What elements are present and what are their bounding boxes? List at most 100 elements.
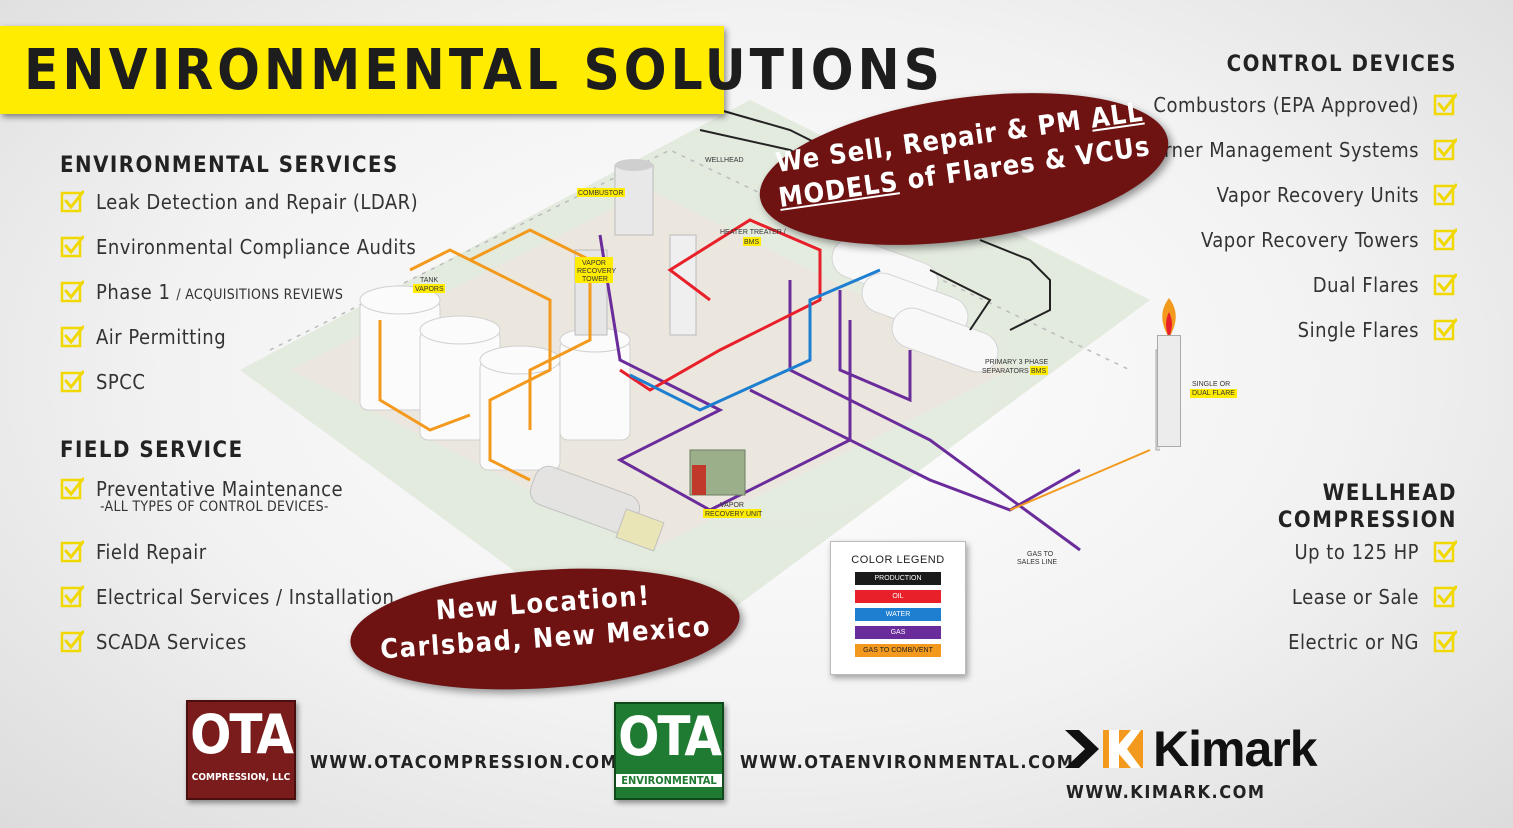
label-vru-1: VAPOR [720,502,744,509]
list-item-sub: / ACQUISITIONS REVIEWS [176,287,344,303]
list-item-label: SCADA Services [96,630,247,654]
label-sales-1: GAS TO [1027,551,1054,558]
wellhead-heading-line1: WELLHEAD [1322,481,1457,506]
list-item-label: Dual Flares [1312,273,1419,297]
blue-pipe [629,268,881,412]
checkbox-icon [60,584,84,608]
list-item: Environmental Compliance Audits [60,235,416,259]
orange-pipe-1 [409,248,552,482]
list-item: SPCC [60,370,145,394]
legend-item: PRODUCTION [855,572,941,585]
legend-item: GAS [855,626,941,639]
flare-stack-body [1157,335,1181,447]
list-item-label: Vapor Recovery Towers [1200,228,1419,252]
list-item: Dual Flares [1313,273,1457,297]
label-sales-2: SALES LINE [1017,559,1057,566]
list-item-text: Preventative Maintenance-ALL TYPES OF CO… [96,477,343,515]
checkbox-icon [60,539,84,563]
checkbox-icon [60,324,84,348]
list-item-label: Up to 125 HP [1294,540,1419,564]
label-flare-1: SINGLE OR [1192,381,1231,388]
combustor [614,159,654,236]
ota-compression-logo: OTA COMPRESSION, LLC [186,700,296,800]
checkbox-icon [1433,272,1457,296]
list-item-label: Electrical Services / Installation [96,585,395,609]
checkbox-icon [60,234,84,258]
orange-pipe-3 [378,320,471,432]
label-tank-vapors-2: VAPORS [415,286,444,293]
legend-item: OIL [855,590,941,603]
list-item-label: Vapor Recovery Units [1216,183,1419,207]
label-flare-2: DUAL FLARE [1190,389,1237,398]
title-bar: ENVIRONMENTAL SOLUTIONS [0,26,940,114]
checkbox-icon [60,189,84,213]
label-heater-treater: HEATER TREATER / [720,229,786,236]
checkbox-icon [60,369,84,393]
ota-environmental-logo: OTA ENVIRONMENTAL [614,702,724,800]
list-item-text: Phase 1 / ACQUISITIONS REVIEWS [96,280,343,304]
list-item-text: Electrical Services / Installation [96,585,394,609]
ota-compression-url[interactable]: WWW.OTACOMPRESSION.COM [310,752,619,773]
control-devices-heading: CONTROL DEVICES [1226,52,1457,77]
kimark-chevron-icon [1065,730,1143,768]
flare-flame [1158,298,1180,338]
checkbox-icon [60,629,84,653]
list-item: Vapor Recovery Towers [1201,228,1457,252]
ota-environmental-logo-sub: ENVIRONMENTAL [616,774,722,787]
label-separators-1: PRIMARY 3 PHASE [985,359,1048,366]
ota-environmental-url[interactable]: WWW.OTAENVIRONMENTAL.COM [740,752,1075,773]
orange-pipe-flare [1009,449,1151,511]
separators [831,237,999,373]
kimark-logo: Kimark [1065,721,1335,777]
list-item: Single Flares [1298,318,1457,342]
red-pipe [619,218,822,392]
kimark-url[interactable]: WWW.KIMARK.COM [1066,782,1266,803]
sell-banner-emph-all: ALL [1088,96,1146,135]
list-item-label: Leak Detection and Repair (LDAR) [96,190,419,214]
legend-item: GAS TO COMB/VENT [855,644,941,657]
list-item: Burner Management Systems [1139,138,1457,162]
checkbox-icon [1433,137,1457,161]
legend-title: COLOR LEGEND [851,554,945,566]
list-item-text: Field Repair [96,540,207,564]
checkbox-icon [1433,92,1457,116]
purple-pipe-4 [838,290,912,403]
vapor-recovery-unit-equipment [689,449,746,496]
field-service-heading: FIELD SERVICE [60,438,244,463]
tanker-truck [529,465,665,552]
list-item: Electric or NG [1288,630,1457,654]
label-combustor: COMBUSTOR [578,190,623,197]
list-item: Field Repair [60,540,207,564]
label-vrt-3: TOWER [582,276,608,283]
orange-pipe-2 [469,228,592,430]
list-item-text: Environmental Compliance Audits [96,235,416,259]
black-pipe-3 [979,239,1051,331]
checkbox-icon [1433,227,1457,251]
label-vrt-1: VAPOR [582,260,606,267]
list-item-label: Environmental Compliance Audits [96,235,417,259]
list-item-label: Air Permitting [96,325,227,349]
label-vru-2: RECOVERY UNIT [705,511,763,518]
list-item-label: Single Flares [1297,318,1419,342]
list-item: Air Permitting [60,325,226,349]
list-item-label: Burner Management Systems [1139,138,1419,162]
list-item-text: SPCC [96,370,145,394]
list-item: Phase 1 / ACQUISITIONS REVIEWS [60,280,343,304]
checkbox-icon [1433,629,1457,653]
checkbox-icon [60,476,84,500]
environmental-services-heading: ENVIRONMENTAL SERVICES [60,153,399,178]
label-tank-vapors-1: TANK [420,277,438,284]
list-item-text: Air Permitting [96,325,226,349]
ota-compression-logo-text: OTA [190,703,294,766]
ota-compression-logo-sub: COMPRESSION, LLC [191,772,291,783]
label-heater-treater-bms: BMS [744,239,760,246]
list-item: Up to 125 HP [1294,540,1457,564]
label-vrt-2: RECOVERY [577,268,616,275]
list-item-label: Lease or Sale [1291,585,1419,609]
list-item-label: Preventative Maintenance [96,477,344,501]
list-item-sub: -ALL TYPES OF CONTROL DEVICES- [100,499,329,515]
label-flare: SINGLE OR DUAL FLARE [1190,380,1237,398]
list-item-label: Phase 1 [96,280,171,304]
list-item-label: Electric or NG [1288,630,1419,654]
label-separators-2: SEPARATORS / [982,368,1033,375]
